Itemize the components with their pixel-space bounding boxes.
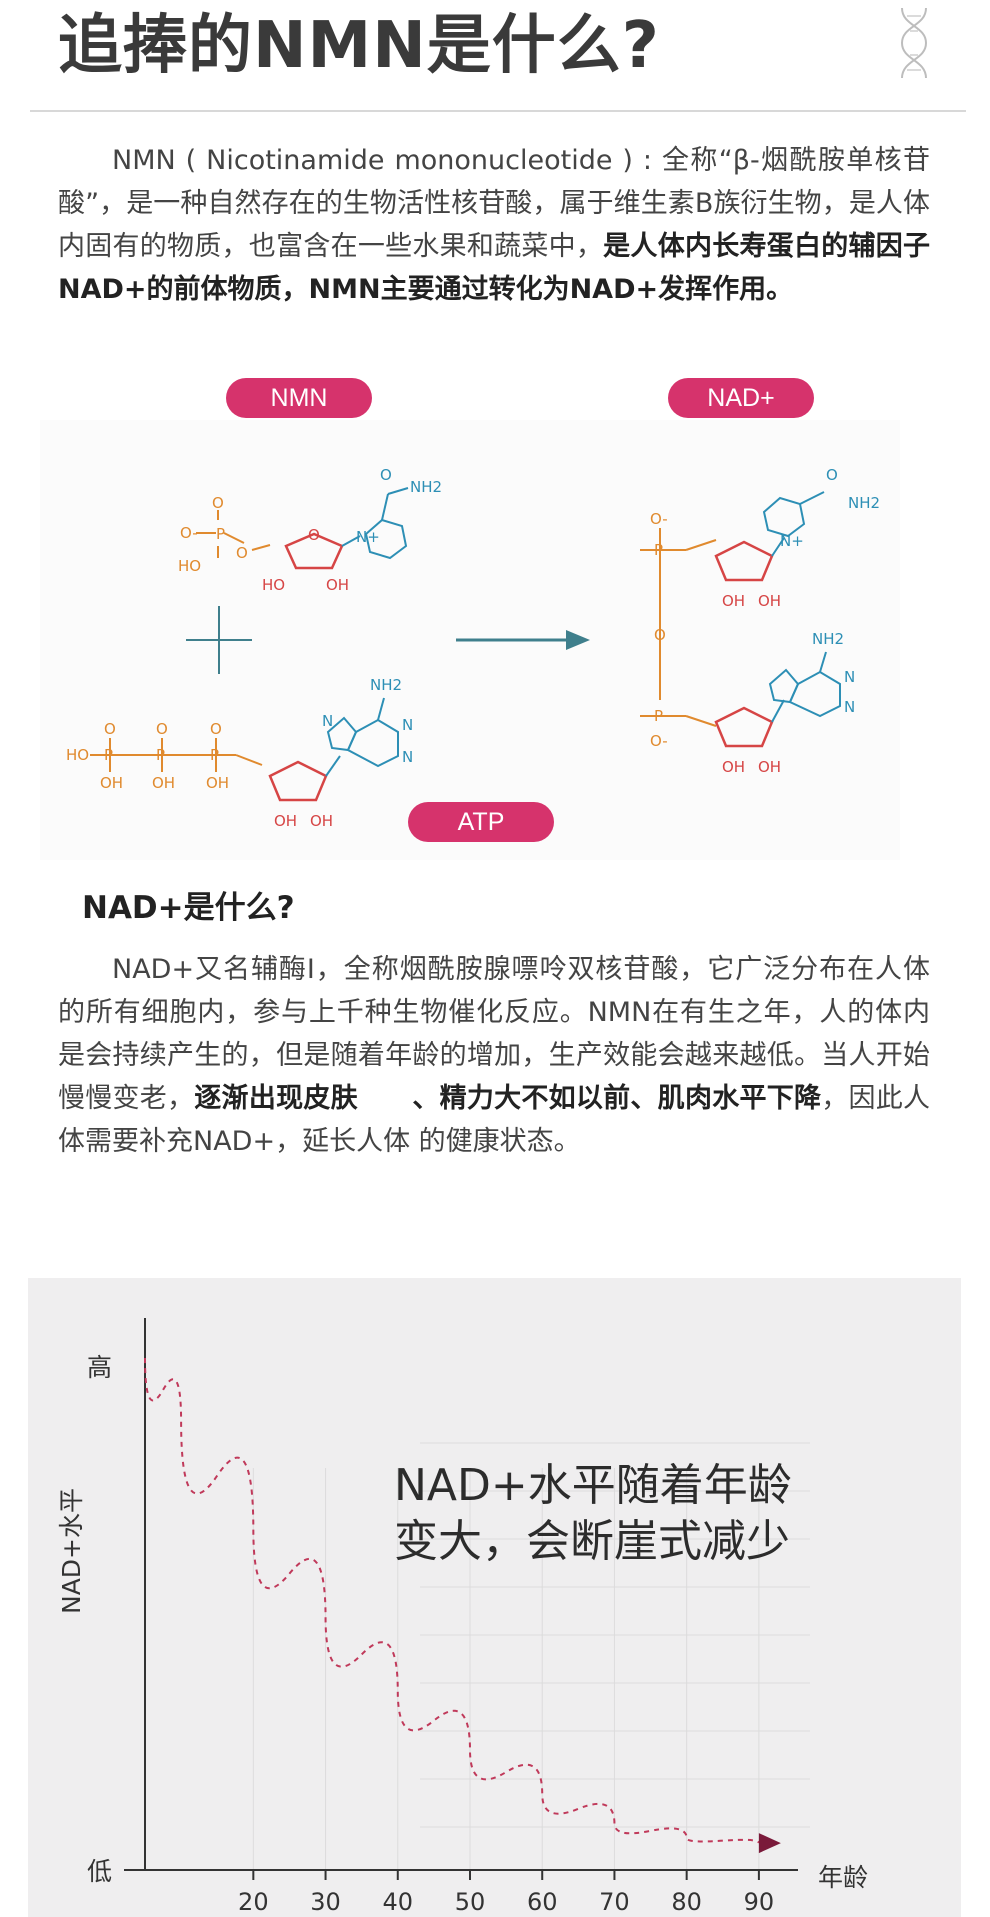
nad-text-end: ，因此人体需要补充NAD+，延长人体 的健康状态。 <box>58 1083 931 1157</box>
atom-n: N <box>322 712 333 730</box>
atom-oh: OH <box>310 812 333 830</box>
atom-p: P <box>216 525 225 543</box>
atom-p: P <box>156 746 165 764</box>
x-ticks: 20 30 40 50 60 70 80 90 <box>238 1870 774 1916</box>
nad-curve <box>144 1357 760 1844</box>
atom-oh: OH <box>722 592 745 610</box>
atp-label: ATP <box>408 802 554 842</box>
atom-o: O <box>236 544 248 562</box>
atom-o: O <box>210 720 222 738</box>
nad-age-chart: 20 30 40 50 60 70 80 90 <box>124 1318 810 1916</box>
atom-oh: OH <box>274 812 297 830</box>
y-low-label: 低 <box>87 1857 113 1886</box>
atom-o-minus: O- <box>650 510 668 528</box>
x-tick-label: 30 <box>310 1888 341 1916</box>
atom-o: O <box>654 626 666 644</box>
atom-ho: HO <box>66 746 89 764</box>
atom-p: P <box>210 746 219 764</box>
atom-o-minus: O- <box>180 524 198 542</box>
atom-nh2: NH2 <box>848 494 880 512</box>
atom-nh2: NH2 <box>370 676 402 694</box>
atom-oh: OH <box>206 774 229 792</box>
curve-arrowhead <box>758 1833 781 1854</box>
atom-o: O <box>104 720 116 738</box>
nmn-to-nad-diagram: P O- O HO O O HO OH N+ O NH2 <box>66 466 880 830</box>
atom-o: O <box>380 466 392 484</box>
atom-p: P <box>104 746 113 764</box>
x-tick-label: 70 <box>599 1888 630 1916</box>
x-tick-label: 20 <box>238 1888 269 1916</box>
nad-heading: NAD+是什么? <box>82 890 295 926</box>
x-tick-label: 50 <box>455 1888 486 1916</box>
x-tick-label: 80 <box>671 1888 702 1916</box>
nad-label: NAD+ <box>668 378 814 418</box>
atom-o: O <box>156 720 168 738</box>
atom-oh: OH <box>758 592 781 610</box>
atom-o: O <box>212 494 224 512</box>
atom-o-minus: O- <box>650 732 668 750</box>
atom-p: P <box>654 707 663 725</box>
atom-nh2: NH2 <box>812 630 844 648</box>
atom-n: N <box>844 668 855 686</box>
atom-oh: OH <box>326 576 349 594</box>
x-tick-label: 90 <box>744 1888 775 1916</box>
header-divider <box>30 110 966 112</box>
atom-oh: OH <box>152 774 175 792</box>
y-axis-label: NAD+水平 <box>57 1487 86 1614</box>
x-tick-label: 60 <box>527 1888 558 1916</box>
atom-n: N <box>402 716 413 734</box>
atom-n-plus: N+ <box>356 528 380 546</box>
chart-background <box>28 1278 961 1917</box>
intro-paragraph: NMN ( Nicotinamide mononucleotide ) : 全称… <box>58 139 930 311</box>
atom-o: O <box>826 466 838 484</box>
page-title: 追捧的NMN是什么? <box>58 9 660 83</box>
atom-o: O <box>308 526 320 544</box>
chart-message-line-2: 变大，会断崖式减少 <box>394 1516 790 1567</box>
atom-ho: HO <box>262 576 285 594</box>
nad-text-bold: 逐渐出现皮肤 、精力大不如以前、肌肉水平下降 <box>194 1083 822 1114</box>
atom-oh: OH <box>100 774 123 792</box>
atom-p: P <box>654 541 663 559</box>
intro-text: NMN ( Nicotinamide mononucleotide ) : 全称… <box>58 145 930 262</box>
atom-oh: OH <box>758 758 781 776</box>
atom-oh: OH <box>722 758 745 776</box>
atom-n: N <box>844 698 855 716</box>
x-tick-label: 40 <box>383 1888 414 1916</box>
atom-ho: HO <box>178 557 201 575</box>
dna-icon <box>900 7 928 79</box>
chart-message-line-1: NAD+水平随着年龄 <box>394 1460 792 1511</box>
nad-paragraph: NAD+又名辅酶Ⅰ，全称烟酰胺腺嘌呤双核苷酸，它广泛分布在人体的所有细胞内，参与… <box>58 948 930 1163</box>
intro-text-bold: 是人体内长寿蛋白的辅因子NAD+的前体物质，NMN主要通过转化为NAD+发挥作用… <box>58 231 931 305</box>
x-axis-label: 年龄 <box>818 1863 869 1892</box>
chart-message: NAD+水平随着年龄 变大，会断崖式减少 <box>394 1458 792 1570</box>
nad-text: NAD+又名辅酶Ⅰ，全称烟酰胺腺嘌呤双核苷酸，它广泛分布在人体的所有细胞内，参与… <box>58 954 930 1114</box>
atom-nh2: NH2 <box>410 478 442 496</box>
atom-n: N <box>402 748 413 766</box>
y-high-label: 高 <box>87 1353 113 1382</box>
nmn-label: NMN <box>226 378 372 418</box>
atom-n-plus: N+ <box>780 532 804 550</box>
